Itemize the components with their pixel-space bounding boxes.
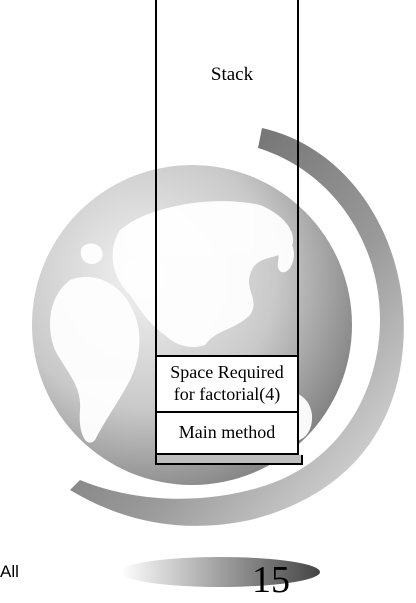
continents xyxy=(50,201,313,443)
page-number: 15 xyxy=(252,559,290,601)
stack-frame-factorial: Space Required for factorial(4) xyxy=(155,355,299,413)
stack-frame-main: Main method xyxy=(155,411,299,455)
globe-stand xyxy=(120,557,320,587)
frame-label: Main method xyxy=(178,422,276,442)
stack-bottom xyxy=(155,455,303,465)
stack-container xyxy=(155,0,299,464)
frame-label-line2: for factorial(4) xyxy=(173,384,281,404)
stack-title: Stack xyxy=(192,58,272,96)
frame-label-line1: Space Required xyxy=(170,362,284,382)
corner-text: All xyxy=(0,562,19,581)
